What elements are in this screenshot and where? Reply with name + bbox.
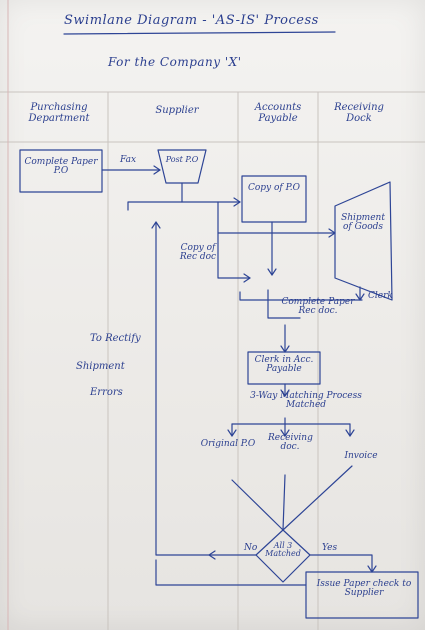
side-note-line-1: To Rectify [90,333,141,344]
clerk-ap-box [247,351,321,385]
edge-label-no: No [244,543,258,553]
node-post-po: Post P.O [165,155,199,164]
lane-dividers [107,92,319,630]
node-invoice: Invoice [344,451,378,461]
issue-check-box [305,571,419,619]
page-subtitle: For the Company 'X' [108,55,242,69]
node-three-way-match: 3-Way Matching Process Matched [250,391,362,411]
node-receiving-doc: Receiving doc. [268,433,313,453]
shipment-shape [334,181,393,301]
node-copy-of-po: Copy of P.O [247,183,301,193]
node-clerk-receiving: Clerk [368,291,393,301]
side-note-line-3: Errors [90,387,123,398]
edge-label-yes: Yes [322,543,338,553]
lane-header-purchasing: Purchasing Department [28,102,90,124]
node-original-po: Original P.O [200,439,256,449]
decision-diamond [255,529,311,583]
complete-po-box [19,149,103,193]
node-copy-of-rec-doc: Copy of Rec doc [179,243,217,263]
lane-header-receiving: Receiving Dock [334,102,384,124]
node-clerk-in-acc-payable: Clerk in Acc. Payable [254,355,314,375]
page-title: Swimlane Diagram - 'AS-IS' Process [64,13,319,28]
connectors [101,165,377,586]
node-complete-paper-rec-doc: Complete Paper Rec doc. [281,297,355,317]
node-issue-paper-check: Issue Paper check to Supplier [316,579,412,599]
lane-header-accounts-payable: Accounts Payable [254,102,302,124]
lane-header-supplier: Supplier [155,105,199,116]
post-po-shape [157,149,207,184]
node-complete-paper-po: Complete Paper P.O [24,157,98,177]
side-note-line-2: Shipment [76,361,125,372]
title-underline [63,31,336,35]
edge-label-fax: Fax [120,155,137,165]
copy-po-box [241,175,307,223]
node-shipment-of-goods: Shipment of Goods [341,213,385,233]
node-decision-all-matched: All 3 Matched [265,541,301,559]
